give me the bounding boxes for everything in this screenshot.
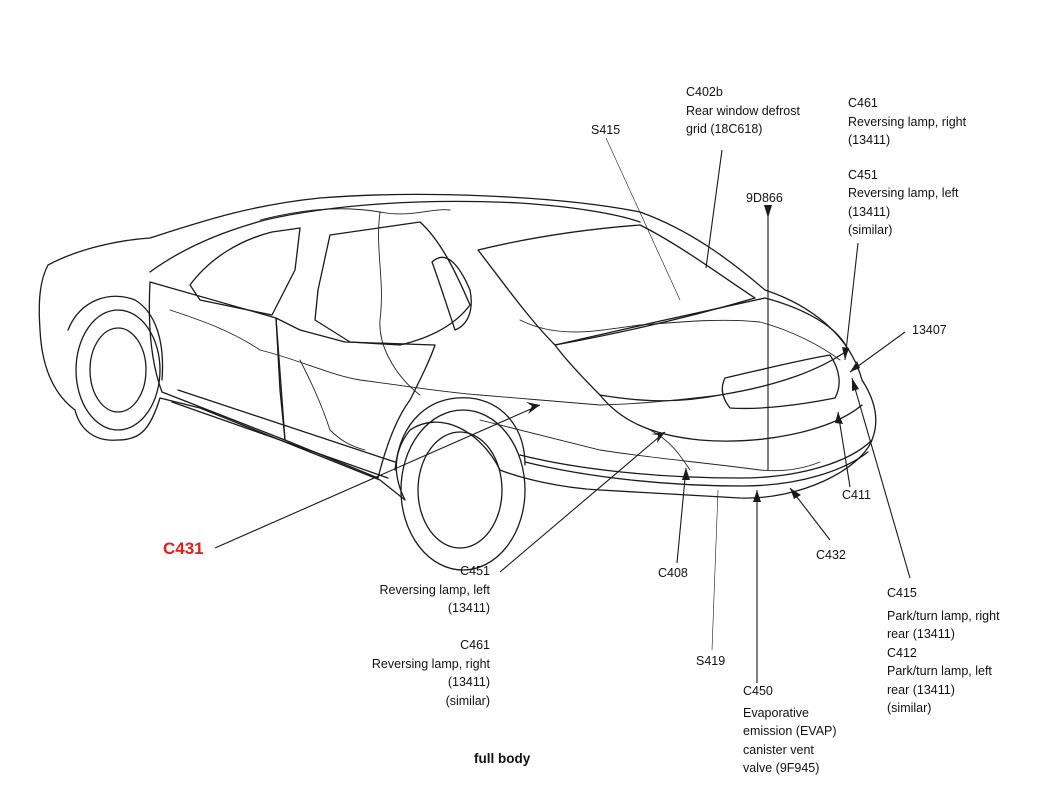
callout-line: Reversing lamp, right bbox=[371, 656, 490, 671]
callout-line: C461 bbox=[848, 96, 878, 110]
callout-line: (13411) bbox=[447, 601, 490, 615]
tail-lamp bbox=[721, 354, 840, 410]
callout-line: C461 bbox=[460, 638, 490, 652]
harness-roof bbox=[259, 208, 451, 221]
leader-c415 bbox=[851, 377, 911, 579]
leader-c431 bbox=[214, 404, 541, 549]
diagram-caption: full body bbox=[474, 751, 531, 766]
callout-line: Park/turn lamp, right bbox=[887, 608, 1000, 623]
harness-main bbox=[169, 309, 721, 406]
callout-line: C451 bbox=[460, 564, 490, 578]
arrow-c461-right bbox=[842, 347, 849, 360]
sill-lower bbox=[171, 401, 389, 479]
callout-line: Reversing lamp, left bbox=[379, 582, 490, 597]
front-wheel bbox=[75, 309, 161, 431]
callout-line: Reversing lamp, left bbox=[848, 186, 959, 200]
harness-trunk bbox=[519, 319, 841, 361]
arrow-c411 bbox=[835, 412, 843, 424]
callout-line: (similar) bbox=[445, 693, 490, 708]
rear-window bbox=[477, 224, 756, 346]
bumper-strip bbox=[524, 451, 869, 487]
trunk-edge bbox=[599, 394, 863, 442]
arrow-13407 bbox=[850, 361, 860, 372]
arrow-c432 bbox=[790, 488, 801, 499]
callout-line: rear (13411) bbox=[887, 682, 955, 697]
callout-c402b: C402b Rear window defrost grid (18C618) bbox=[686, 83, 800, 139]
arrow-c450 bbox=[753, 490, 761, 502]
leader-c402b bbox=[705, 149, 723, 269]
callout-line: grid (18C618) bbox=[686, 122, 763, 136]
sill bbox=[177, 389, 396, 463]
leader-c408 bbox=[676, 467, 687, 564]
rear-side-window bbox=[314, 221, 471, 346]
front-wheel-hub bbox=[89, 327, 147, 413]
leader-s419 bbox=[711, 489, 719, 651]
callout-line bbox=[340, 618, 490, 637]
leader-c451-left bbox=[499, 431, 666, 573]
harness-lower bbox=[479, 419, 761, 471]
callout-c450: C450 Evaporative emission (EVAP) caniste… bbox=[743, 682, 837, 778]
callout-line: (13411) bbox=[848, 133, 891, 147]
leader-s415 bbox=[605, 137, 681, 301]
callout-line: (13411) bbox=[447, 675, 490, 689]
front-side-window bbox=[189, 227, 301, 316]
callout-line: Park/turn lamp, left bbox=[887, 664, 992, 678]
callout-line: (similar) bbox=[887, 701, 932, 715]
front-wheel-arch bbox=[67, 295, 164, 381]
callout-line: (similar) bbox=[848, 223, 893, 237]
arrow-9d866 bbox=[764, 205, 772, 218]
leader-c461-right bbox=[844, 242, 859, 361]
callout-line: emission (EVAP) bbox=[743, 724, 837, 738]
leader-c411 bbox=[837, 411, 851, 488]
callout-line: valve (9F945) bbox=[743, 761, 820, 775]
rear-door bbox=[275, 317, 436, 479]
callout-line: C415 bbox=[887, 586, 917, 600]
callout-s415: S415 bbox=[591, 123, 621, 137]
rear-wheel-arch bbox=[394, 397, 526, 471]
callout-c461-c451-right: C461 Reversing lamp, right (13411) C451 … bbox=[848, 94, 966, 240]
callout-line: C450 bbox=[743, 684, 773, 698]
arrow-c431 bbox=[526, 402, 540, 414]
rear-bumper bbox=[519, 439, 873, 479]
front-door bbox=[148, 281, 286, 441]
callout-line: C412 bbox=[887, 645, 917, 660]
callout-s419: S419 bbox=[696, 654, 726, 668]
leader-13407 bbox=[849, 331, 906, 373]
harness-pillar bbox=[378, 211, 421, 396]
quarter-window bbox=[431, 256, 472, 331]
callout-c408: C408 bbox=[658, 566, 688, 580]
rear-wheel bbox=[400, 409, 526, 571]
arrow-c408 bbox=[682, 468, 690, 480]
callout-line: C451 bbox=[848, 167, 878, 182]
callout-line: rear (13411) bbox=[887, 627, 955, 641]
callout-c431: C431 bbox=[163, 539, 204, 558]
callout-line: C402b bbox=[686, 85, 723, 99]
harness-door bbox=[299, 359, 366, 451]
harness-rear bbox=[649, 429, 821, 472]
body-outline bbox=[38, 193, 877, 501]
callout-line: Reversing lamp, right bbox=[848, 114, 967, 129]
callout-c451-c461-left: C451 Reversing lamp, left (13411) C461 R… bbox=[340, 562, 490, 710]
rear-wheel-hub bbox=[417, 431, 503, 549]
arrow-c415 bbox=[852, 378, 859, 391]
callout-c411: C411 bbox=[842, 488, 871, 502]
callout-c415-c412: C415 Park/turn lamp, right rear (13411) … bbox=[887, 584, 1000, 718]
arrow-c451-left bbox=[651, 432, 665, 443]
callout-9d866: 9D866 bbox=[746, 191, 783, 205]
callout-line: (13411) bbox=[848, 204, 891, 219]
callout-13407: 13407 bbox=[912, 323, 947, 337]
callout-c432: C432 bbox=[816, 548, 846, 562]
callout-line: canister vent bbox=[743, 742, 814, 757]
callout-line: Rear window defrost bbox=[686, 103, 800, 118]
callout-line: Evaporative bbox=[743, 705, 810, 720]
roofline bbox=[149, 200, 641, 273]
